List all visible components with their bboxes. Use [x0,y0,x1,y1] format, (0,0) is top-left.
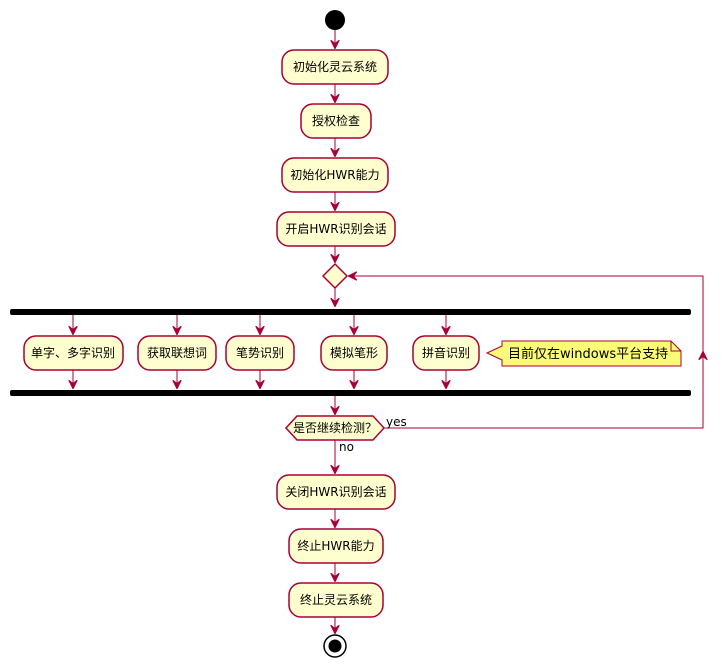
step-start-session-label: 开启HWR识别会话 [285,222,386,236]
decision-question: 是否继续检测？ [293,420,377,435]
step-init-system-label: 初始化灵云系统 [293,60,377,74]
join-bar [10,390,691,396]
step-stroke-gesture-label: 笔势识别 [236,345,284,360]
step-stroke-gesture: 笔势识别 [225,335,295,371]
step-simulate-stroke-label: 模拟笔形 [330,345,378,360]
step-pinyin: 拼音识别 [412,335,480,371]
step-stop-system-label: 终止灵云系统 [300,592,372,607]
step-associate-words: 获取联想词 [137,335,217,371]
step-init-system: 初始化灵云系统 [281,49,389,85]
end-node [323,634,347,658]
step-close-session-label: 关闭HWR识别会话 [285,485,386,499]
step-auth-check: 授权检查 [300,103,372,139]
step-stop-system: 终止灵云系统 [288,582,384,618]
step-associate-words-label: 获取联想词 [147,345,207,360]
step-single-multi-char: 单字、多字识别 [23,335,124,371]
step-close-session: 关闭HWR识别会话 [276,474,396,510]
step-start-session: 开启HWR识别会话 [276,211,396,247]
decision-continue: 是否继续检测？ [284,415,386,441]
step-stop-hwr-label: 终止HWR能力 [297,538,374,553]
step-init-hwr-label: 初始化HWR能力 [290,168,379,182]
decision-no-label: no [339,440,354,454]
start-node [325,10,345,30]
step-simulate-stroke: 模拟笔形 [320,335,388,371]
step-single-multi-char-label: 单字、多字识别 [31,345,115,360]
step-stop-hwr: 终止HWR能力 [288,528,384,564]
decision-yes-label: yes [386,415,407,429]
step-auth-check-label: 授权检查 [312,113,360,128]
fork-bar [10,309,691,315]
step-init-hwr: 初始化HWR能力 [281,157,389,193]
loop-merge-diamond [321,262,349,290]
platform-note: 目前仅在windows平台支持 [485,340,682,367]
platform-note-text: 目前仅在windows平台支持 [508,346,668,362]
step-pinyin-label: 拼音识别 [422,345,470,360]
